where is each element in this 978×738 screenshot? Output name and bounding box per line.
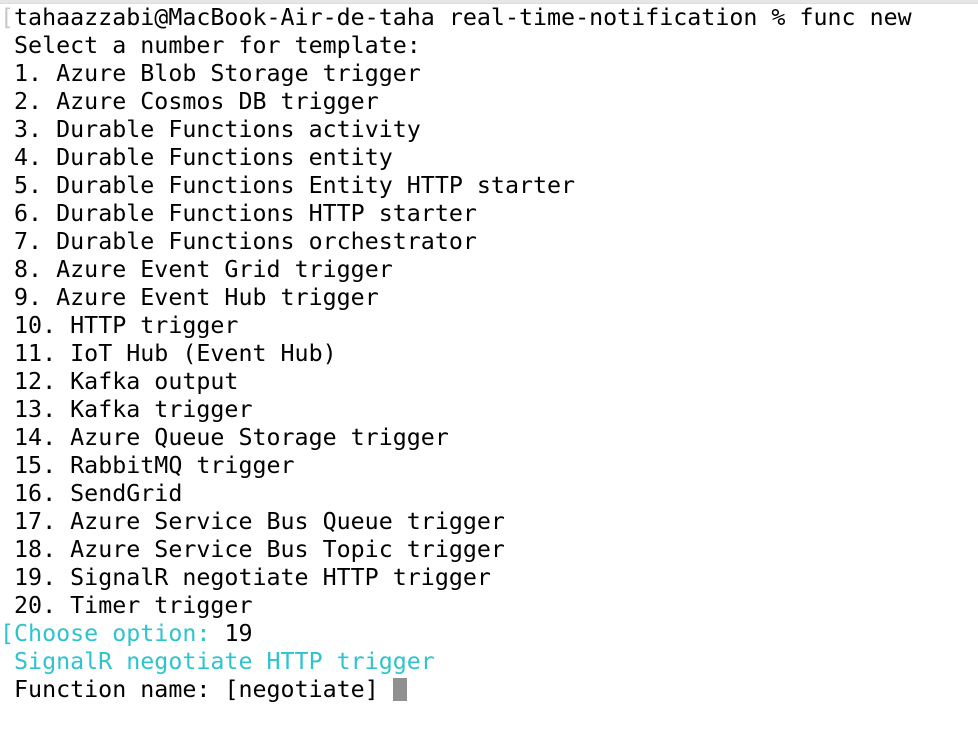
- template-label: Durable Functions HTTP starter: [56, 200, 477, 227]
- template-number: 6.: [14, 200, 43, 227]
- template-number: 8.: [14, 256, 43, 283]
- template-label: SendGrid: [70, 480, 183, 507]
- template-label: Durable Functions entity: [56, 144, 393, 171]
- template-label: Durable Functions activity: [56, 116, 421, 143]
- template-number: 3.: [14, 116, 43, 143]
- template-label: Azure Service Bus Queue trigger: [70, 508, 505, 535]
- template-number: 18.: [14, 536, 57, 563]
- template-option-12[interactable]: 12. Kafka output: [0, 368, 978, 396]
- template-number: 2.: [14, 88, 43, 115]
- template-number: 4.: [14, 144, 43, 171]
- template-number: 10.: [14, 312, 57, 339]
- template-number: 14.: [14, 424, 57, 451]
- terminal-line-function-name[interactable]: Function name: [negotiate]: [0, 676, 978, 704]
- template-option-19[interactable]: 19. SignalR negotiate HTTP trigger: [0, 564, 978, 592]
- template-label: Durable Functions Entity HTTP starter: [56, 172, 576, 199]
- template-label: IoT Hub (Event Hub): [70, 340, 337, 367]
- template-number: 7.: [14, 228, 43, 255]
- line-wrap-marker-icon: [: [0, 620, 15, 647]
- template-label: Azure Service Bus Topic trigger: [70, 536, 505, 563]
- text-cursor[interactable]: [392, 678, 407, 701]
- template-number: 1.: [14, 60, 43, 87]
- template-option-8[interactable]: 8. Azure Event Grid trigger: [0, 256, 978, 284]
- line-wrap-marker-icon: [: [0, 4, 15, 31]
- template-option-9[interactable]: 9. Azure Event Hub trigger: [0, 284, 978, 312]
- template-label: Kafka trigger: [70, 396, 253, 423]
- template-label: Timer trigger: [70, 592, 253, 619]
- template-option-13[interactable]: 13. Kafka trigger: [0, 396, 978, 424]
- template-number: 17.: [14, 508, 57, 535]
- template-label: Kafka output: [70, 368, 239, 395]
- template-number: 12.: [14, 368, 57, 395]
- template-option-7[interactable]: 7. Durable Functions orchestrator: [0, 228, 978, 256]
- template-label: Azure Blob Storage trigger: [56, 60, 421, 87]
- terminal-line-selected-template: SignalR negotiate HTTP trigger: [0, 648, 978, 676]
- terminal-line-instruction: Select a number for template:: [0, 32, 978, 60]
- template-option-5[interactable]: 5. Durable Functions Entity HTTP starter: [0, 172, 978, 200]
- template-option-10[interactable]: 10. HTTP trigger: [0, 312, 978, 340]
- template-number: 19.: [14, 564, 57, 591]
- template-number: 5.: [14, 172, 43, 199]
- template-label: Durable Functions orchestrator: [56, 228, 477, 255]
- template-label: Azure Event Grid trigger: [56, 256, 393, 283]
- template-option-4[interactable]: 4. Durable Functions entity: [0, 144, 978, 172]
- function-name-label: Function name:: [14, 676, 211, 703]
- window-top-edge: [0, 0, 978, 4]
- template-option-6[interactable]: 6. Durable Functions HTTP starter: [0, 200, 978, 228]
- template-option-14[interactable]: 14. Azure Queue Storage trigger: [0, 424, 978, 452]
- template-label: SignalR negotiate HTTP trigger: [70, 564, 491, 591]
- prompt-command-text: tahaazzabi@MacBook-Air-de-taha real-time…: [14, 4, 912, 31]
- template-option-3[interactable]: 3. Durable Functions activity: [0, 116, 978, 144]
- template-label: Azure Cosmos DB trigger: [56, 88, 379, 115]
- template-label: HTTP trigger: [70, 312, 239, 339]
- choose-option-input-value[interactable]: 19: [224, 620, 253, 647]
- template-label: Azure Event Hub trigger: [56, 284, 379, 311]
- terminal-line-choose-option[interactable]: [Choose option: 19: [0, 620, 978, 648]
- template-number: 15.: [14, 452, 57, 479]
- terminal-output-area[interactable]: [tahaazzabi@MacBook-Air-de-taha real-tim…: [0, 4, 978, 704]
- template-label: Azure Queue Storage trigger: [70, 424, 449, 451]
- template-number: 11.: [14, 340, 57, 367]
- terminal-line-prompt: [tahaazzabi@MacBook-Air-de-taha real-tim…: [0, 4, 978, 32]
- template-option-2[interactable]: 2. Azure Cosmos DB trigger: [0, 88, 978, 116]
- template-number: 20.: [14, 592, 57, 619]
- template-number: 9.: [14, 284, 43, 311]
- template-label: RabbitMQ trigger: [70, 452, 295, 479]
- template-option-18[interactable]: 18. Azure Service Bus Topic trigger: [0, 536, 978, 564]
- template-option-11[interactable]: 11. IoT Hub (Event Hub): [0, 340, 978, 368]
- template-number: 16.: [14, 480, 57, 507]
- template-option-1[interactable]: 1. Azure Blob Storage trigger: [0, 60, 978, 88]
- template-number: 13.: [14, 396, 57, 423]
- instruction-text: Select a number for template:: [14, 32, 421, 59]
- template-option-15[interactable]: 15. RabbitMQ trigger: [0, 452, 978, 480]
- template-option-17[interactable]: 17. Azure Service Bus Queue trigger: [0, 508, 978, 536]
- selected-template-text: SignalR negotiate HTTP trigger: [14, 648, 435, 675]
- template-option-16[interactable]: 16. SendGrid: [0, 480, 978, 508]
- template-option-20[interactable]: 20. Timer trigger: [0, 592, 978, 620]
- choose-option-label: Choose option:: [14, 620, 211, 647]
- function-name-default-value: [negotiate]: [224, 676, 379, 703]
